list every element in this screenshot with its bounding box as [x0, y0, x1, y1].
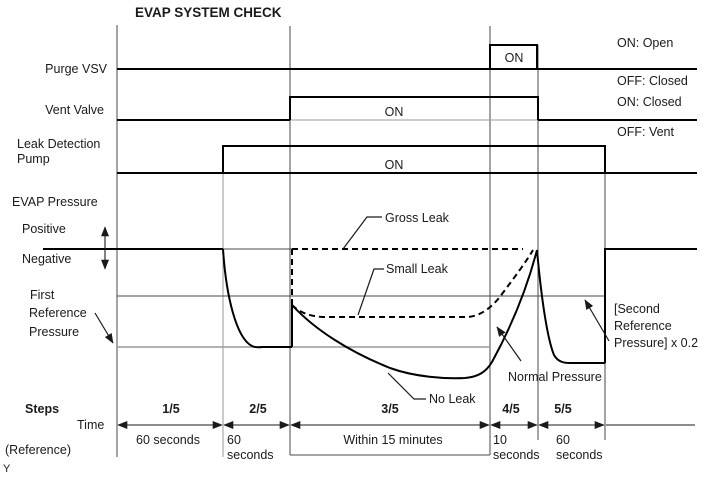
- first-reference-label-line2: Reference: [29, 306, 87, 320]
- step4-time-line2: seconds: [493, 448, 540, 462]
- legend-vent-on: ON: Closed: [617, 95, 682, 109]
- purge-on-label: ON: [505, 51, 524, 65]
- first-reference-label-line1: First: [30, 288, 55, 302]
- small-leak-label: Small Leak: [386, 262, 449, 276]
- positive-label: Positive: [22, 222, 66, 236]
- step5-time-line2: seconds: [556, 448, 603, 462]
- no-leak-curve: [291, 249, 538, 380]
- gross-leak-label: Gross Leak: [385, 211, 450, 225]
- corner-mark: Y: [3, 463, 11, 475]
- pressure-traces: [43, 248, 697, 380]
- second-reference-drop-curve: [536, 249, 605, 364]
- step4-time-line1: 10: [493, 433, 507, 447]
- purge-vsv-pulse: [489, 44, 538, 69]
- steps-label: Steps: [25, 402, 59, 416]
- pump-label-line1: Leak Detection: [17, 137, 100, 151]
- step5-number: 5/5: [554, 402, 571, 416]
- vent-valve-label: Vent Valve: [45, 103, 104, 117]
- no-leak-leader: [387, 372, 426, 400]
- pump-pulse: [222, 145, 606, 173]
- step5-time-line1: 60: [556, 433, 570, 447]
- reference-label: (Reference): [5, 443, 71, 457]
- diagram-title: EVAP SYSTEM CHECK: [135, 5, 282, 20]
- step2-time-line1: 60: [227, 433, 241, 447]
- second-reference-label-line3: Pressure] x 0.2: [614, 336, 698, 350]
- step2-number: 2/5: [249, 402, 266, 416]
- step1-number: 1/5: [162, 402, 179, 416]
- no-leak-label: No Leak: [429, 392, 476, 406]
- second-reference-label-line2: Reference: [614, 319, 672, 333]
- pressure-zero-right: [604, 248, 697, 363]
- first-reference-arrow: [94, 312, 114, 344]
- signal-traces: [117, 44, 697, 174]
- time-label: Time: [77, 418, 104, 432]
- small-leak-leader: [357, 268, 384, 316]
- second-reference-label-line1: [Second: [614, 302, 660, 316]
- first-reference-label-line3: Pressure: [29, 325, 79, 339]
- gridlines: [116, 25, 606, 457]
- legend-vent-off: OFF: Vent: [617, 125, 674, 139]
- legend-purge-on: ON: Open: [617, 36, 673, 50]
- negative-label: Negative: [22, 252, 71, 266]
- vent-on-label: ON: [385, 105, 404, 119]
- step4-number: 4/5: [502, 402, 519, 416]
- pump-label-line2: Pump: [17, 152, 50, 166]
- small-leak-curve: [291, 249, 534, 318]
- pressure-pumpdown-curve: [222, 248, 292, 349]
- normal-pressure-arrow: [496, 326, 522, 362]
- second-reference-arrow: [584, 299, 610, 342]
- step2-time-line2: seconds: [227, 448, 274, 462]
- vent-valve-pulse: [289, 96, 539, 120]
- evap-pressure-label: EVAP Pressure: [12, 195, 98, 209]
- step3-time: Within 15 minutes: [343, 433, 442, 447]
- pump-on-label: ON: [385, 158, 404, 172]
- step1-time: 60 seconds: [136, 433, 200, 447]
- annotations: [94, 216, 610, 400]
- gross-leak-leader: [342, 216, 382, 250]
- purge-vsv-label: Purge VSV: [45, 62, 108, 76]
- legend-purge-off: OFF: Closed: [617, 74, 688, 88]
- normal-pressure-label: Normal Pressure: [508, 370, 602, 384]
- step3-number: 3/5: [381, 402, 398, 416]
